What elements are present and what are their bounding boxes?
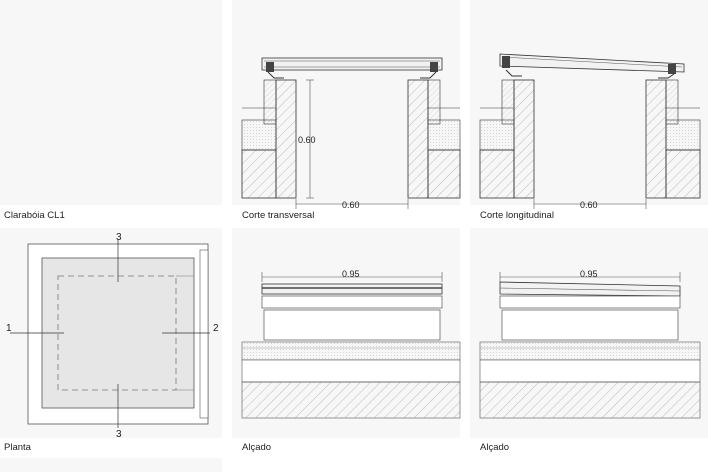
plan-caption: Planta: [4, 442, 31, 453]
elevation-1-caption: Alçado: [242, 442, 272, 453]
plan-drawing: 1 2 3 3: [6, 232, 219, 440]
dim-width-longitudinal: 0.60: [580, 200, 598, 210]
section-mark-bottom: 3: [116, 429, 122, 440]
section-mark-top: 3: [116, 232, 122, 243]
dim-width-transverse: 0.60: [342, 200, 360, 210]
lid-elevation-2: [499, 281, 681, 297]
roof-slab-right: [427, 149, 461, 199]
elevation-2-caption: Alçado: [480, 442, 510, 453]
section-mark-right: 2: [213, 323, 219, 334]
upstand-right: [407, 79, 429, 199]
dim-height-transverse: 0.60: [298, 135, 316, 145]
section-longitudinal-caption: Corte longitudinal: [480, 210, 554, 221]
roof-slab-elevation-1: [241, 359, 461, 383]
roof-band-elevation-1: [241, 341, 461, 361]
roof-slab-left: [241, 149, 277, 199]
title-panel-bg: [0, 0, 222, 205]
wall-elevation-1: [241, 381, 461, 419]
section-transverse-drawing: 0.60 0.60: [241, 57, 461, 210]
upstand-right-long: [645, 79, 667, 199]
roof-band-elevation-2: [479, 341, 701, 361]
dim-width-elevation-2: 0.95: [580, 269, 598, 279]
section-transverse-caption: Corte transversal: [242, 210, 315, 221]
elevation-2-drawing: 0.95: [479, 269, 701, 419]
elevation-1-drawing: 0.95: [241, 269, 461, 419]
roof-slab-elevation-2: [479, 359, 701, 383]
lid-frame: [261, 57, 443, 71]
upstand-left: [275, 79, 297, 199]
section-mark-left: 1: [6, 323, 12, 334]
title-caption: Clarabóia CL1: [4, 210, 65, 221]
upstand-left-long: [513, 79, 535, 199]
section-longitudinal-drawing: 0.60: [479, 53, 701, 210]
lid-frame-sloped: [499, 53, 685, 73]
dim-width-elevation-1: 0.95: [342, 269, 360, 279]
wall-elevation-2: [479, 381, 701, 419]
bottom-strip-bg: [0, 458, 222, 472]
lid-elevation-1: [261, 283, 443, 295]
